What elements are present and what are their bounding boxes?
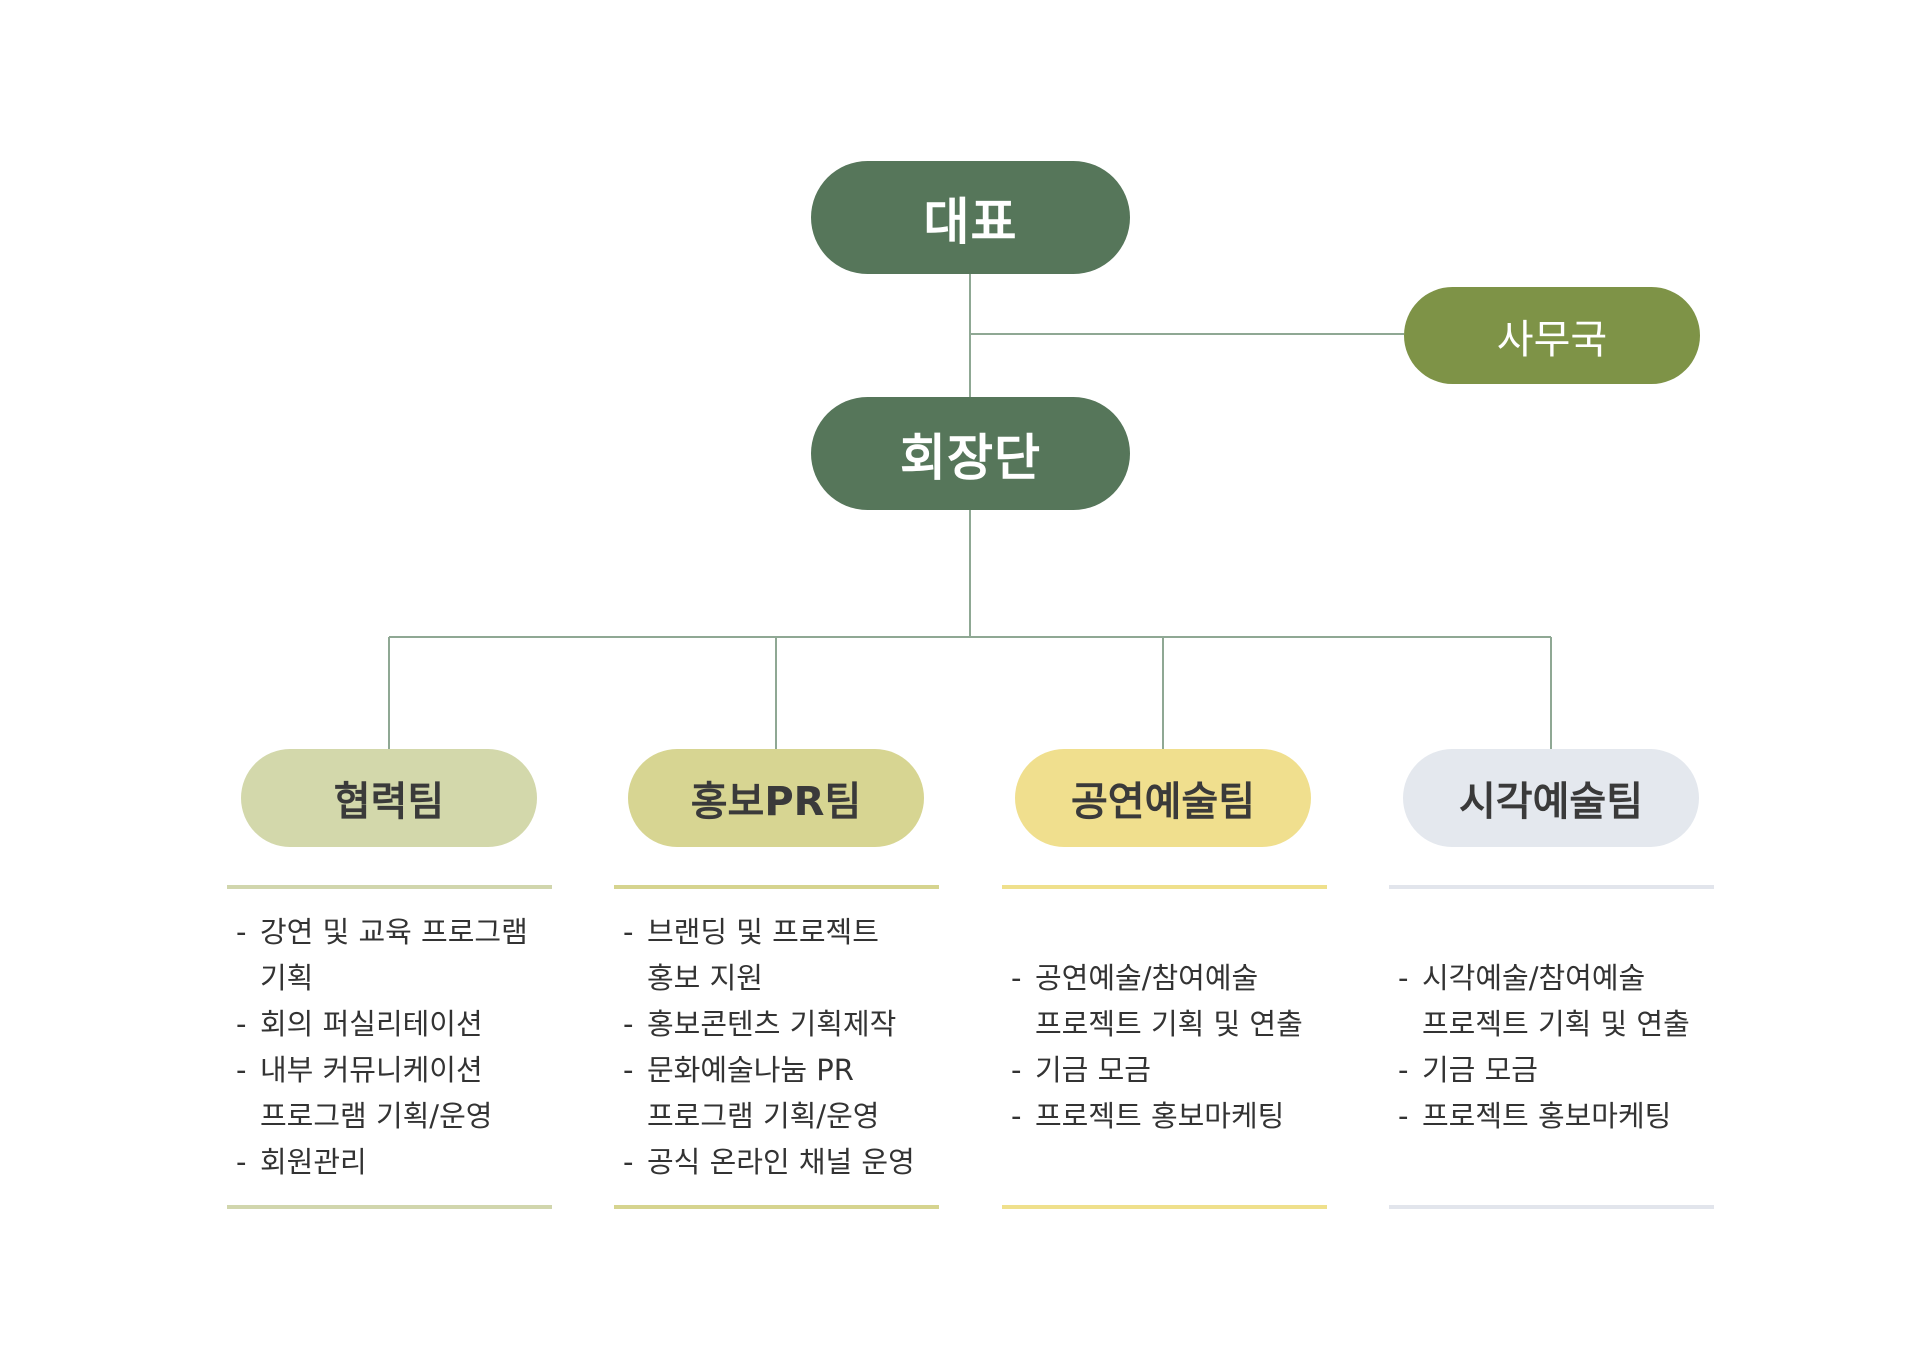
duty-line: 브랜딩 및 프로젝트 (647, 915, 879, 949)
duty-item: -회의 퍼실리테이션 (236, 1001, 552, 1047)
duty-item: -회원관리 (236, 1139, 552, 1185)
bullet-dash: - (1011, 1053, 1022, 1087)
team-node: 시각예술팀 (1403, 749, 1699, 847)
duty-line: 공연예술/참여예술 (1035, 961, 1259, 995)
bullet-dash: - (236, 1007, 247, 1041)
duty-item: -기금 모금 (1011, 1047, 1327, 1093)
duty-item: -문화예술나눔 PR 프로그램 기획/운영 (623, 1047, 939, 1139)
bullet-dash: - (623, 915, 634, 949)
duty-item: -프로젝트 홍보마케팅 (1011, 1093, 1327, 1139)
duty-line: 회원관리 (260, 1145, 367, 1179)
duty-line: 문화예술나눔 PR (647, 1053, 854, 1087)
office-node: 사무국 (1404, 287, 1700, 384)
duty-line: 내부 커뮤니케이션 (260, 1053, 483, 1087)
duty-line: 회의 퍼실리테이션 (260, 1007, 483, 1041)
bullet-dash: - (623, 1145, 634, 1179)
duty-line: 프로젝트 기획 및 연출 (1422, 1007, 1690, 1041)
bullet-dash: - (1398, 1053, 1409, 1087)
board-node: 회장단 (811, 397, 1130, 510)
bullet-dash: - (236, 1145, 247, 1179)
bullet-dash: - (623, 1007, 634, 1041)
duty-line: 프로젝트 홍보마케팅 (1422, 1099, 1672, 1133)
ceo-node: 대표 (811, 161, 1130, 274)
duty-item: -기금 모금 (1398, 1047, 1714, 1093)
team-node: 협력팀 (241, 749, 537, 847)
duty-line: 프로젝트 기획 및 연출 (1035, 1007, 1303, 1041)
bullet-dash: - (236, 915, 247, 949)
duty-line: 기금 모금 (1422, 1053, 1538, 1087)
duty-line: 홍보 지원 (647, 961, 763, 995)
bullet-dash: - (1011, 1099, 1022, 1133)
duty-line: 공식 온라인 채널 운영 (647, 1145, 915, 1179)
bullet-dash: - (1398, 961, 1409, 995)
duty-line: 홍보콘텐츠 기획제작 (647, 1007, 897, 1041)
bullet-dash: - (1398, 1099, 1409, 1133)
duty-line: 기획 (260, 961, 314, 995)
bullet-dash: - (1011, 961, 1022, 995)
team-node: 홍보PR팀 (628, 749, 924, 847)
team-node: 공연예술팀 (1015, 749, 1311, 847)
duty-line: 강연 및 교육 프로그램 (260, 915, 528, 949)
bullet-dash: - (623, 1053, 634, 1087)
duty-line: 시각예술/참여예술 (1422, 961, 1646, 995)
duty-item: -프로젝트 홍보마케팅 (1398, 1093, 1714, 1139)
bullet-dash: - (236, 1053, 247, 1087)
duty-line: 프로그램 기획/운영 (647, 1099, 880, 1133)
duty-item: -홍보콘텐츠 기획제작 (623, 1001, 939, 1047)
duty-line: 프로그램 기획/운영 (260, 1099, 493, 1133)
duty-line: 기금 모금 (1035, 1053, 1151, 1087)
duty-item: -공식 온라인 채널 운영 (623, 1139, 939, 1185)
duty-line: 프로젝트 홍보마케팅 (1035, 1099, 1285, 1133)
